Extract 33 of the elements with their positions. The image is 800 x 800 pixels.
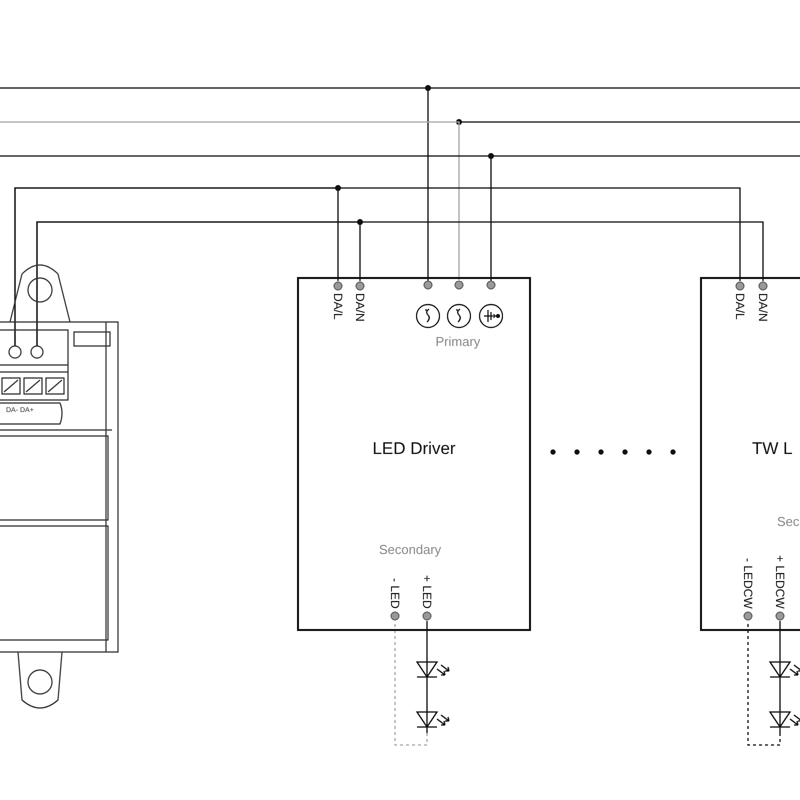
wire xyxy=(0,87,429,281)
terminal-label: + LEDCW xyxy=(772,555,788,609)
terminal-screw xyxy=(30,345,44,359)
section-label: Sec xyxy=(777,514,800,529)
terminal-label: DA/N xyxy=(755,293,771,322)
led-diode-symbol xyxy=(768,707,800,733)
wire xyxy=(0,155,492,281)
terminal-label: DA/N xyxy=(352,293,368,322)
terminal-screw xyxy=(8,345,22,359)
terminal-symbol xyxy=(479,281,503,329)
terminal-symbol xyxy=(416,281,440,329)
terminal-label: DA/L xyxy=(330,293,346,320)
driver-title: LED Driver xyxy=(371,439,457,459)
section-label: Primary xyxy=(436,334,480,349)
wire xyxy=(0,121,460,281)
driver-box xyxy=(297,277,531,631)
led-diode-symbol xyxy=(768,657,800,683)
wire xyxy=(426,683,428,707)
terminal-label: + LED xyxy=(419,575,435,609)
wire xyxy=(779,621,781,657)
terminal-symbol xyxy=(447,281,471,329)
wire xyxy=(747,621,781,746)
driver-box xyxy=(700,277,800,631)
driver-title: TW L xyxy=(752,439,793,459)
terminal-label: DA/L xyxy=(732,293,748,320)
wire xyxy=(779,683,781,707)
section-label: Secondary xyxy=(379,542,442,557)
wire xyxy=(36,221,764,346)
wire xyxy=(14,187,741,346)
wire xyxy=(426,621,428,657)
terminal-label: - LED xyxy=(387,578,403,609)
wire xyxy=(394,621,428,746)
terminal-label: - LEDCW xyxy=(740,558,756,609)
